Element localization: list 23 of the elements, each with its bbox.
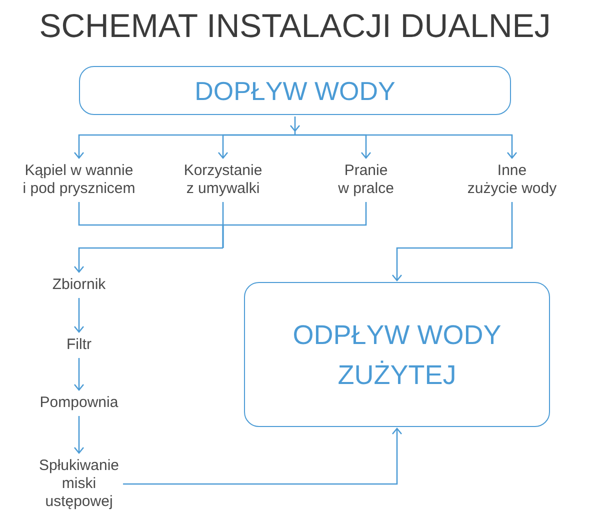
flow-arrow (74, 357, 84, 391)
step-label: Spłukiwanie miski ustępowej (38, 457, 120, 511)
step-label: Pranie w pralce (338, 162, 394, 198)
flow-arrow (74, 247, 223, 273)
step-label: Inne zużycie wody (467, 162, 557, 198)
flow-arrow (123, 428, 402, 485)
flow-arrow (290, 116, 300, 135)
box-label: DOPŁYW WODY (194, 74, 396, 106)
flow-arrow (74, 415, 84, 454)
flow-arrow (392, 202, 513, 282)
step-label: Filtr (66, 336, 92, 354)
flow-arrow (218, 134, 295, 159)
rounded-box (244, 282, 550, 427)
step-label: Pompownia (40, 394, 118, 412)
box-label: ODPŁYW WODY ZUŻYTEJ (292, 318, 502, 392)
flow-arrow (295, 134, 518, 159)
diagram-title: SCHEMAT INSTALACJI DUALNEJ (39, 6, 551, 46)
step-label: Kąpiel w wannie i pod prysznicem (22, 162, 136, 198)
step-label: Zbiornik (52, 276, 106, 294)
step-label: Korzystanie z umywalki (184, 162, 262, 198)
connector-line (222, 202, 367, 248)
rounded-box (79, 66, 511, 115)
flow-arrow (74, 297, 84, 333)
